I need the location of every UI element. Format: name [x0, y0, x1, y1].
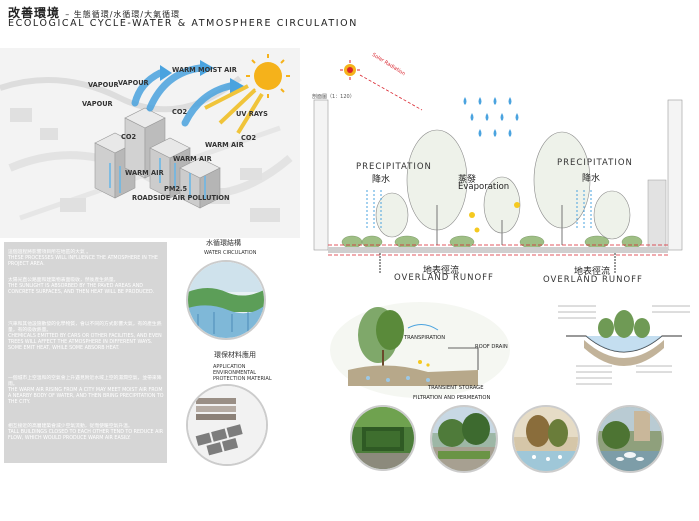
garden-photo-2-artwork — [432, 407, 496, 471]
section-drawing — [312, 55, 684, 280]
materials-title-cn: 環保材料應用 — [214, 351, 256, 359]
runoff-right-en: OVERLAND RUNOFF — [543, 275, 643, 285]
paragraph-1-cn: 這個過程將影響項目所在地區的大氣 。 — [8, 250, 92, 255]
pm25-label: PM2.5 — [164, 185, 188, 193]
warm-air-label-3: WARM AIR — [125, 169, 164, 177]
paragraph-5: 相互接近的高層建築會減少空氣流動，從而使暖空氣升溫。 TALL BUILDING… — [8, 424, 164, 442]
paragraph-2-en: THE SUNLIGHT IS ABSORBED BY THE PAVED AR… — [8, 284, 155, 296]
water-circulation-title-en: WATER CIRCULATION — [204, 250, 257, 256]
materials-title-en: APPLICATION ENVIRONMENTAL PROTECTION MAT… — [213, 364, 272, 382]
precipitation-right-cn: 降水 — [582, 174, 601, 184]
roof-drain-label: ROOF DRAIN — [475, 344, 508, 350]
paragraph-2-cn: 太陽光直公路面和建築物表面吸收，然後產生熱量。 — [8, 278, 119, 283]
vapour-label-3: VAPOUR — [82, 100, 113, 108]
paragraph-3: 汽車和其他設施散發的化學物質，會以不同的方式影響大氣，有的產生熱量，有的吸收熱量… — [8, 322, 164, 352]
co2-label-1: CO2 — [172, 108, 188, 116]
roadside-pollution-label: ROADSIDE AIR POLLUTION — [132, 194, 230, 202]
warm-air-label-2: WARM AIR — [173, 155, 212, 163]
explanation-text-panel: 這個過程將影響項目所在地區的大氣 。 THESE PROCESSES WILL … — [4, 242, 167, 463]
precipitation-left-cn: 降水 — [372, 175, 391, 185]
materials-image — [186, 384, 268, 466]
transient-storage-label: TRANSIENT STORAGE — [428, 385, 484, 391]
page-title-cn: 改善環境 – 生態循環/水循環/大氣循環 — [8, 4, 180, 21]
materials-artwork — [188, 386, 266, 464]
garden-photo-3 — [512, 405, 580, 473]
paragraph-1-en: THESE PROCESSES WILL INFLUENCE THE ATMOS… — [8, 256, 158, 268]
paragraph-3-cn: 汽車和其他設施散發的化學物質，會以不同的方式影響大氣，有的產生熱量，有的吸收熱量… — [8, 322, 162, 334]
evaporation-en: Evaporation — [458, 182, 510, 192]
garden-photo-1-artwork — [352, 407, 414, 469]
runoff-right-cn: 地表徑流 — [574, 267, 611, 277]
water-circulation-image — [186, 260, 266, 340]
section-artwork — [313, 60, 683, 273]
runoff-left-en: OVERLAND RUNOFF — [394, 273, 494, 283]
filtration-label: FILTRATION AND PERMEATION — [413, 395, 491, 401]
co2-label-2: CO2 — [121, 133, 137, 141]
precipitation-right-en: PRECIPITATION — [557, 158, 633, 168]
section-scale-label: 剖面圖（1：120） — [312, 94, 355, 100]
page-title-en: ECOLOGICAL CYCLE-WATER & ATMOSPHERE CIRC… — [8, 18, 358, 29]
atmosphere-map-diagram: VAPOUR VAPOUR VAPOUR WARM MOIST AIR CO2 … — [0, 48, 300, 238]
transpiration-label: TRANSPIRATION — [404, 335, 446, 341]
rain-garden-detail — [328, 290, 512, 402]
bioswale-artwork — [558, 305, 690, 385]
water-circulation-title-cn: 水循環結構 — [206, 239, 241, 247]
paragraph-4: 一個城市上空溫和的空氣會上升遇見附近水域上空的濕潤空氣，並帶來降雨。 THE W… — [8, 376, 164, 406]
bioswale-detail — [556, 296, 692, 396]
paragraph-3-en: CHEMICALS EMITTED BY CARS OR OTHER FACIL… — [8, 334, 162, 352]
runoff-left-cn: 地表徑流 — [423, 266, 460, 276]
garden-photo-4-artwork — [598, 407, 662, 471]
uv-rays-label: UV RAYS — [236, 110, 268, 118]
garden-photo-3-artwork — [514, 407, 578, 471]
title-cn-sub: – 生態循環/水循環/大氣循環 — [65, 10, 181, 19]
co2-label-3: CO2 — [241, 134, 257, 142]
paragraph-2: 太陽光直公路面和建築物表面吸收，然後產生熱量。 THE SUNLIGHT IS … — [8, 278, 164, 296]
warm-air-label-1: WARM AIR — [205, 141, 244, 149]
evaporation-cn: 蒸發 — [458, 175, 477, 185]
garden-photo-1 — [350, 405, 416, 471]
garden-photo-2 — [430, 405, 498, 473]
paragraph-4-cn: 一個城市上空溫和的空氣會上升遇見附近水域上空的濕潤空氣，並帶來降雨。 — [8, 376, 162, 388]
vapour-label-1: VAPOUR — [88, 81, 119, 89]
warm-moist-air-label: WARM MOIST AIR — [172, 66, 237, 74]
paragraph-5-en: TALL BUILDINGS CLOSED TO EACH OTHER TEND… — [8, 430, 164, 442]
garden-photo-4 — [596, 405, 664, 473]
precipitation-left-en: PRECIPITATION — [356, 162, 432, 172]
paragraph-4-en: THE WARM AIR RISING FROM A CITY MAY MEET… — [8, 388, 164, 406]
vapour-label-2: VAPOUR — [118, 79, 149, 87]
water-circulation-artwork — [188, 262, 264, 338]
paragraph-1: 這個過程將影響項目所在地區的大氣 。 THESE PROCESSES WILL … — [8, 250, 164, 268]
title-cn-main: 改善環境 — [8, 6, 66, 20]
map-artwork — [0, 48, 300, 238]
paragraph-5-cn: 相互接近的高層建築會減少空氣流動，從而使暖空氣升溫。 — [8, 424, 133, 429]
rain-garden-artwork — [330, 302, 510, 398]
